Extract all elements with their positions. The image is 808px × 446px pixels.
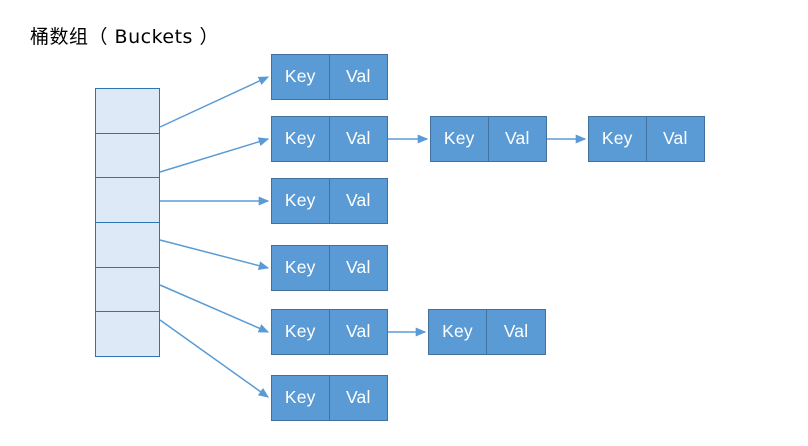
kv-val-label: Val (503, 321, 529, 342)
kv-key-label: Key (272, 376, 330, 420)
bucket-cell-2[interactable] (96, 178, 159, 224)
kv-node[interactable]: Key Val (430, 116, 547, 162)
kv-node[interactable]: Key Val (271, 116, 388, 162)
kv-val-label: Val (345, 387, 371, 408)
kv-key-label: Key (272, 179, 330, 223)
kv-val-label: Val (345, 321, 371, 342)
bucket-cell-1[interactable] (96, 133, 159, 179)
kv-key-label: Key (272, 55, 330, 99)
kv-val-label: Val (504, 128, 530, 149)
connector-bucket-0 (159, 76, 270, 128)
kv-node[interactable]: Key Val (271, 375, 388, 421)
kv-key-label: Key (589, 117, 647, 161)
kv-val-label: Val (345, 190, 371, 211)
kv-node[interactable]: Key Val (271, 54, 388, 100)
kv-val-label: Val (662, 128, 688, 149)
kv-key-label: Key (272, 310, 330, 354)
connector-bucket-3 (159, 239, 270, 271)
bucket-cell-5[interactable] (96, 312, 159, 357)
bucket-cell-0[interactable] (96, 89, 159, 134)
kv-key-label: Key (429, 310, 487, 354)
page-title: 桶数组（ Buckets ） (30, 26, 219, 48)
kv-key-label: Key (272, 117, 330, 161)
kv-val-label: Val (345, 66, 371, 87)
kv-node[interactable]: Key Val (271, 178, 388, 224)
kv-node[interactable]: Key Val (271, 309, 388, 355)
kv-node[interactable]: Key Val (428, 309, 546, 355)
kv-val-label: Val (345, 257, 371, 278)
bucket-cell-3[interactable] (96, 223, 159, 268)
connector-bucket-1 (159, 137, 270, 173)
connector-bucket-5 (159, 319, 269, 398)
kv-key-label: Key (431, 117, 489, 161)
kv-node[interactable]: Key Val (271, 245, 388, 291)
bucket-cell-4[interactable] (96, 267, 159, 313)
kv-key-label: Key (272, 246, 330, 290)
kv-val-label: Val (345, 128, 371, 149)
kv-node[interactable]: Key Val (588, 116, 705, 162)
connector-bucket-4 (159, 284, 270, 333)
bucket-array (95, 88, 160, 357)
